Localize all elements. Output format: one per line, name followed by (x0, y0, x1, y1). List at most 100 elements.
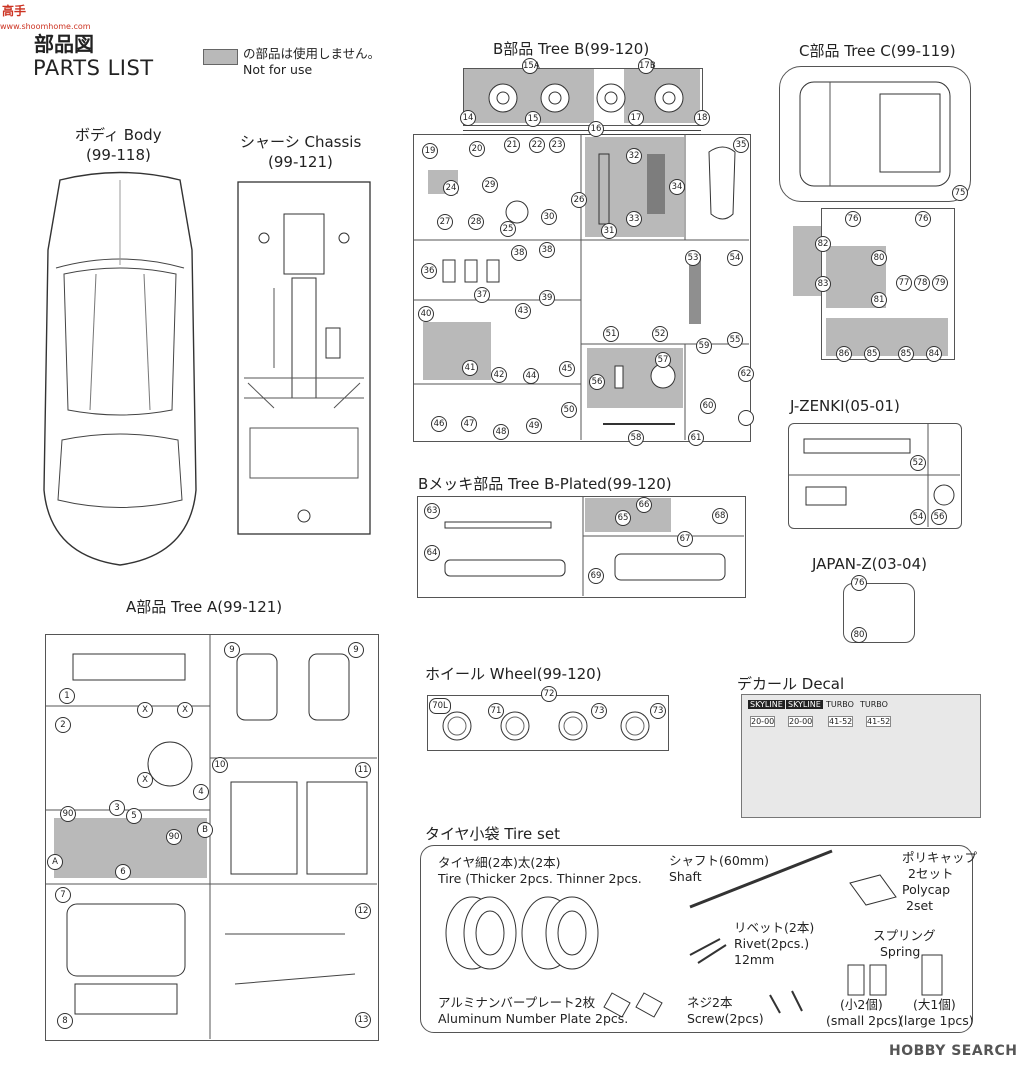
wheel-label: ホイール Wheel(99-120) (425, 665, 602, 683)
part-number: 51 (603, 326, 619, 342)
part-number: 41 (462, 360, 478, 376)
part-number: 45 (559, 361, 575, 377)
part-number: 24 (443, 180, 459, 196)
tree-a-gray-6 (54, 818, 207, 878)
part-number: 30 (541, 209, 557, 225)
legend-en: Not for use (243, 62, 313, 77)
part-number: 38 (539, 242, 555, 258)
part-number: 4 (193, 784, 209, 800)
part-number: 9 (348, 642, 364, 658)
part-number: 48 (493, 424, 509, 440)
tree-c-frame (779, 66, 971, 202)
chassis-code: (99-121) (268, 153, 333, 171)
page-title-jp: 部品図 (34, 32, 94, 56)
part-number: 57 (655, 352, 671, 368)
part-number: 55 (727, 332, 743, 348)
spring-jp: スプリング (873, 928, 936, 943)
tree-b-grid (413, 134, 749, 440)
part-number: 7 (55, 887, 71, 903)
part-number: 13 (355, 1012, 371, 1028)
part-number: 33 (626, 211, 642, 227)
jzenki-label: J-ZENKI(05-01) (790, 397, 900, 415)
part-number: 60 (700, 398, 716, 414)
part-number (738, 410, 754, 426)
screw-jp: ネジ2本 (687, 995, 733, 1010)
tree-b-wheels (488, 83, 684, 113)
decal-word: 20-00 (750, 716, 776, 727)
part-number: 11 (355, 762, 371, 778)
polycap-jp2: 2セット (908, 866, 954, 881)
part-number: 34 (669, 179, 685, 195)
part-number: 15 (525, 111, 541, 127)
part-number: 19 (422, 143, 438, 159)
part-number: 65 (615, 510, 631, 526)
tireset-drawing (445, 849, 943, 1018)
part-number: 8 (57, 1013, 73, 1029)
part-number: 15A (522, 58, 540, 74)
tree-bp-frame (417, 496, 746, 598)
decal-word: SKYLINE (748, 700, 785, 709)
part-number: 23 (549, 137, 565, 153)
part-number: 2 (55, 717, 71, 733)
rivet-jp: リベット(2本) (734, 920, 815, 935)
part-number: 9 (224, 642, 240, 658)
part-number: 80 (871, 250, 887, 266)
part-number: 5 (126, 808, 142, 824)
part-number: 85 (898, 346, 914, 362)
part-number: 90 (60, 806, 76, 822)
part-number: 76 (845, 211, 861, 227)
legend-jp: の部品は使用しません。 (243, 46, 381, 61)
tree-bp-drawing (444, 496, 744, 596)
part-number: 40 (418, 306, 434, 322)
part-number: 20 (469, 141, 485, 157)
part-number: 61 (688, 430, 704, 446)
part-number: 18 (694, 110, 710, 126)
part-number: 80 (851, 627, 867, 643)
legend-swatch (203, 49, 238, 65)
watermark-text: 高手 (2, 4, 27, 18)
part-number: 17 (628, 110, 644, 126)
part-number: 76 (915, 211, 931, 227)
decal-word: TURBO (860, 700, 888, 709)
part-number: 37 (474, 287, 490, 303)
part-number: 79 (932, 275, 948, 291)
part-number: 22 (529, 137, 545, 153)
part-number: 69 (588, 568, 604, 584)
part-number: 62 (738, 366, 754, 382)
decal-word: TURBO (826, 700, 854, 709)
spring-large-jp: (大1個) (913, 997, 956, 1012)
decal-sheet (741, 694, 981, 818)
wheel-drawing (442, 711, 650, 741)
tree-c-body (799, 81, 951, 187)
rivet-size: 12mm (734, 952, 775, 967)
tree-a-grid (45, 634, 377, 1039)
part-number: 78 (914, 275, 930, 291)
part-number: 52 (910, 455, 926, 471)
part-number: 84 (926, 346, 942, 362)
part-number: 32 (626, 148, 642, 164)
spring-en: Spring (880, 944, 921, 959)
part-number: 12 (355, 903, 371, 919)
part-number: 52 (652, 326, 668, 342)
part-number: 73 (650, 703, 666, 719)
part-number: 1 (59, 688, 75, 704)
part-number: 10 (212, 757, 228, 773)
part-number: 63 (424, 503, 440, 519)
part-number: 6 (115, 864, 131, 880)
jzenki-grid (788, 423, 960, 527)
part-number: 77 (896, 275, 912, 291)
screw-en: Screw(2pcs) (687, 1011, 764, 1026)
watermark-url: www.shoomhome.com (0, 22, 91, 31)
page-title-en: PARTS LIST (33, 56, 154, 80)
watermark-logo: 高手 (2, 2, 26, 19)
spring-small-jp: (小2個) (840, 997, 883, 1012)
part-number: 35 (733, 137, 749, 153)
tireset-label: タイヤ小袋 Tire set (425, 825, 560, 843)
part-mark: X (177, 702, 193, 718)
part-number: 17B (638, 58, 656, 74)
body-drawing (43, 171, 197, 566)
part-number: 82 (815, 236, 831, 252)
tree-c-label: C部品 Tree C(99-119) (799, 42, 956, 60)
polycap-en2: 2set (906, 898, 934, 913)
part-number: 39 (539, 290, 555, 306)
